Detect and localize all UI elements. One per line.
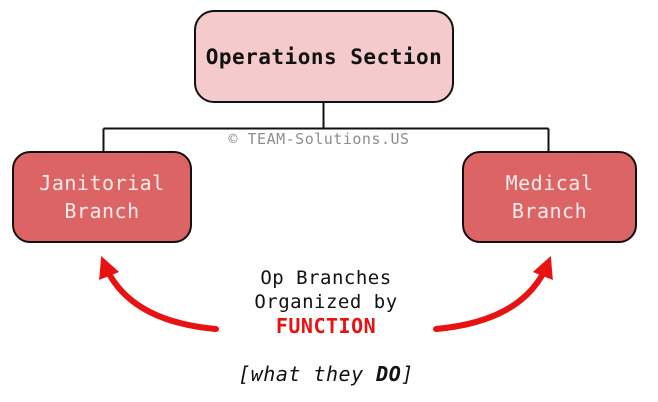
- annotation-text: Op Branches Organized by FUNCTION: [203, 266, 449, 338]
- footnote: [what they DO]: [183, 362, 469, 386]
- branch-label-line1: Janitorial: [39, 171, 165, 195]
- operations-section-label: Operations Section: [205, 44, 443, 69]
- footnote-suffix: ]: [401, 362, 414, 386]
- janitorial-branch-box: Janitorial Branch: [12, 151, 192, 243]
- curved-arrow-left-icon: [99, 255, 219, 332]
- medical-branch-label: Medical Branch: [506, 169, 594, 225]
- watermark: © TEAM-Solutions.US: [228, 130, 410, 148]
- curved-arrow-right-icon: [433, 255, 553, 332]
- medical-branch-box: Medical Branch: [462, 151, 637, 243]
- branch-label-line2: Branch: [511, 199, 588, 223]
- janitorial-branch-label: Janitorial Branch: [39, 169, 164, 225]
- function-label: FUNCTION: [275, 314, 377, 338]
- branch-label-line1: Medical: [505, 171, 594, 195]
- operations-section-box: Operations Section: [194, 10, 454, 103]
- footnote-prefix: [what they: [238, 362, 377, 386]
- branch-label-line2: Branch: [64, 199, 140, 223]
- footnote-emphasis: DO: [376, 362, 402, 386]
- annotation-line1: Op Branches: [260, 267, 392, 289]
- annotation-line2: Organized by: [254, 291, 398, 313]
